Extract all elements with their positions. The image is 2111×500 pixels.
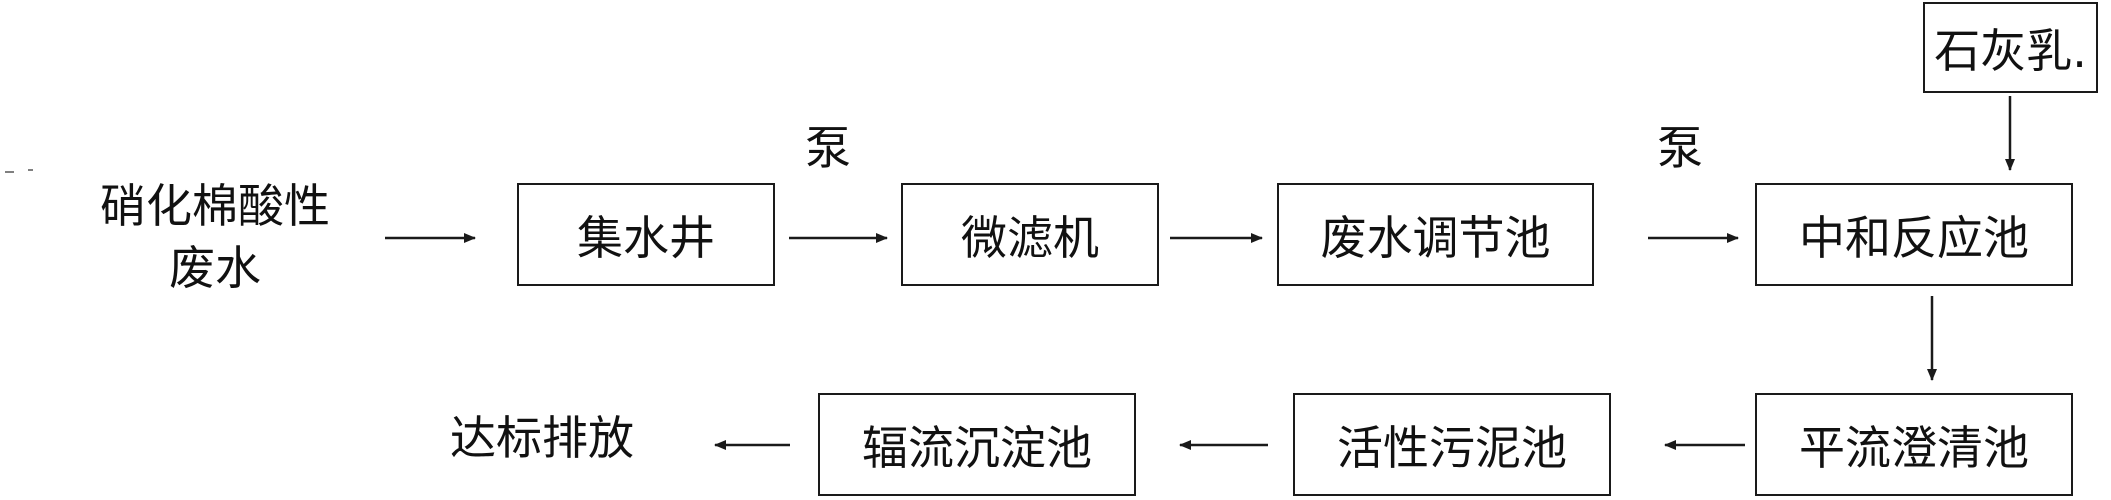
pump-label-1: 泵: [805, 121, 851, 175]
source-line-1: 硝化棉酸性: [100, 179, 330, 233]
node-reagent-lime-milk: 石灰乳.: [1923, 2, 2098, 93]
output-discharge-label: 达标排放: [450, 411, 634, 465]
pump-label-2: 泵: [1657, 121, 1703, 175]
node-micro-filter: 微滤机: [901, 183, 1159, 286]
node-radial-sedimentation-tank: 辐流沉淀池: [818, 393, 1136, 496]
source-wastewater-label: 硝化棉酸性 废水: [100, 175, 330, 299]
node-horizontal-clarifier: 平流澄清池: [1755, 393, 2073, 496]
node-collection-well: 集水井: [517, 183, 775, 286]
node-equalization-tank: 废水调节池: [1277, 183, 1594, 286]
node-neutralization-tank: 中和反应池: [1755, 183, 2073, 286]
node-activated-sludge-tank: 活性污泥池: [1293, 393, 1611, 496]
source-line-2: 废水: [169, 241, 261, 295]
